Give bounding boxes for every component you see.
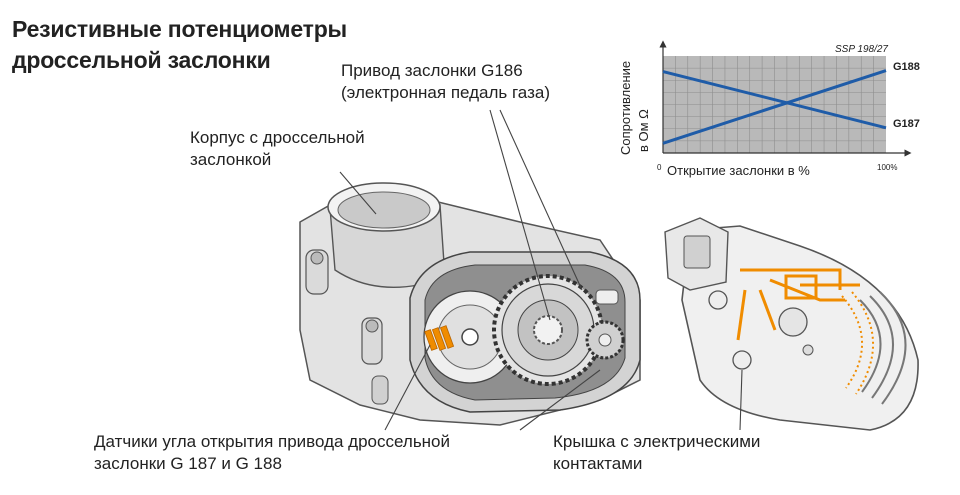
- orange-resistor-arcs: [841, 291, 875, 395]
- cover-with-contacts: [664, 217, 919, 431]
- pointer-lines: [339, 109, 743, 431]
- y-axis-label-1: Сопротивление: [618, 61, 633, 155]
- label-throttle-housing: Корпус с дроссельной заслонкой: [190, 128, 365, 169]
- label-angle-sensors: Датчики угла открытия привода дроссельно…: [94, 432, 451, 473]
- label-actuator-g186: Привод заслонки G186 (электронная педаль…: [341, 61, 550, 102]
- series-label-g187: G187: [893, 118, 920, 130]
- gear-compartment: [409, 251, 641, 413]
- x-max-label: 100%: [877, 163, 897, 172]
- series-label-g188: G188: [893, 61, 920, 73]
- x-axis-label: Открытие заслонки в %: [667, 163, 810, 178]
- page-title: Резистивные потенциометры дроссельной за…: [12, 16, 347, 73]
- series-line-g188: [662, 69, 887, 145]
- chart-grid: [663, 56, 886, 153]
- y-axis-label-2: в Ом Ω: [636, 109, 651, 152]
- chart-series: [662, 69, 887, 145]
- chart-code: SSP 198/27: [835, 44, 888, 55]
- x-min-label: 0: [657, 163, 662, 172]
- series-line-g187: [662, 70, 887, 130]
- label-cover-contacts: Крышка с электрическими контактами: [553, 432, 761, 473]
- orange-wiper-contacts: [424, 325, 455, 351]
- resistor-arcs: [859, 291, 907, 405]
